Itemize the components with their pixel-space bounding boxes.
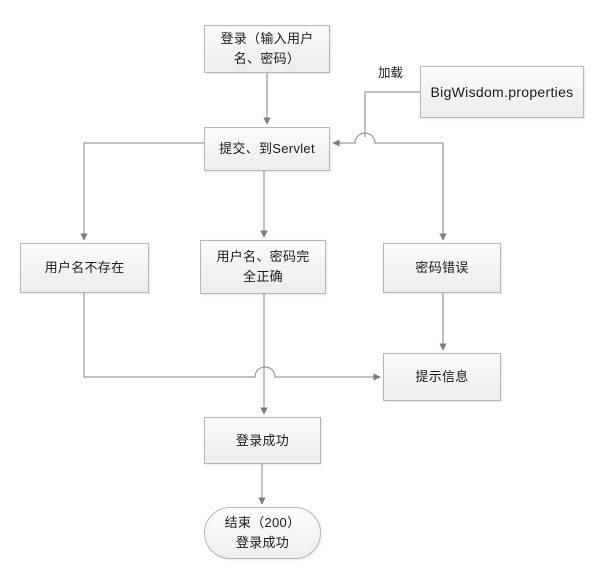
edge-no-user-to-message xyxy=(83,293,381,381)
node-login-label: 登录（输入用户 名、密码） xyxy=(220,31,314,66)
node-prompt-message-label: 提示信息 xyxy=(415,369,469,384)
node-login-success[interactable]: 登录成功 xyxy=(204,417,321,464)
edge-right-into-servlet xyxy=(332,132,443,147)
node-username-not-exist-label: 用户名不存在 xyxy=(44,260,125,275)
node-password-error[interactable]: 密码错误 xyxy=(383,243,501,293)
node-password-error-label: 密码错误 xyxy=(415,260,469,275)
node-properties-file-label: BigWisdom.properties xyxy=(430,84,574,100)
node-login-success-label: 登录成功 xyxy=(235,432,290,448)
edge-servlet-to-no-user xyxy=(80,142,204,241)
node-prompt-message[interactable]: 提示信息 xyxy=(383,353,501,401)
node-end-terminator[interactable]: 结束（200） 登录成功 xyxy=(204,507,321,559)
edge-label-load: 加载 xyxy=(378,66,404,80)
node-credentials-correct-label: 用户名、密码完 全正确 xyxy=(216,249,310,284)
node-submit-to-servlet-label: 提交、到Servlet xyxy=(219,141,315,156)
edge-properties-to-servlet xyxy=(364,91,420,137)
node-properties-file[interactable]: BigWisdom.properties xyxy=(420,66,584,118)
node-username-not-exist[interactable]: 用户名不存在 xyxy=(20,243,149,293)
node-login[interactable]: 登录（输入用户 名、密码） xyxy=(204,25,330,73)
node-end-terminator-label: 结束（200） 登录成功 xyxy=(224,515,301,550)
node-credentials-correct[interactable]: 用户名、密码完 全正确 xyxy=(200,240,326,294)
node-submit-to-servlet[interactable]: 提交、到Servlet xyxy=(204,127,330,171)
